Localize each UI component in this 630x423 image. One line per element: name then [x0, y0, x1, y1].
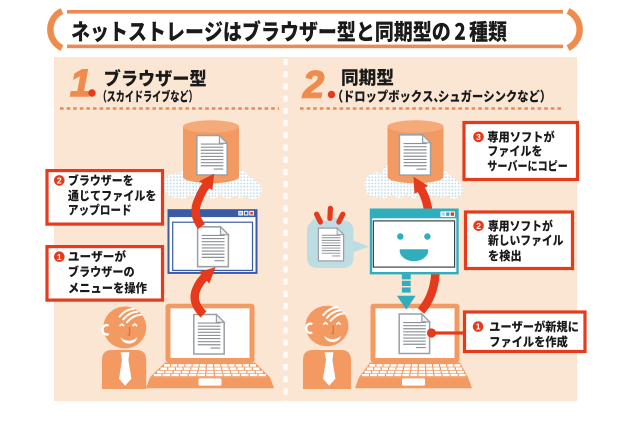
svg-text:1: 1 [476, 322, 481, 332]
svg-text:2: 2 [57, 176, 62, 186]
svg-text:1: 1 [57, 252, 62, 262]
svg-text:2: 2 [302, 65, 324, 107]
svg-text:3: 3 [476, 132, 481, 142]
svg-text:2: 2 [476, 221, 481, 231]
svg-text:1: 1 [70, 63, 91, 105]
